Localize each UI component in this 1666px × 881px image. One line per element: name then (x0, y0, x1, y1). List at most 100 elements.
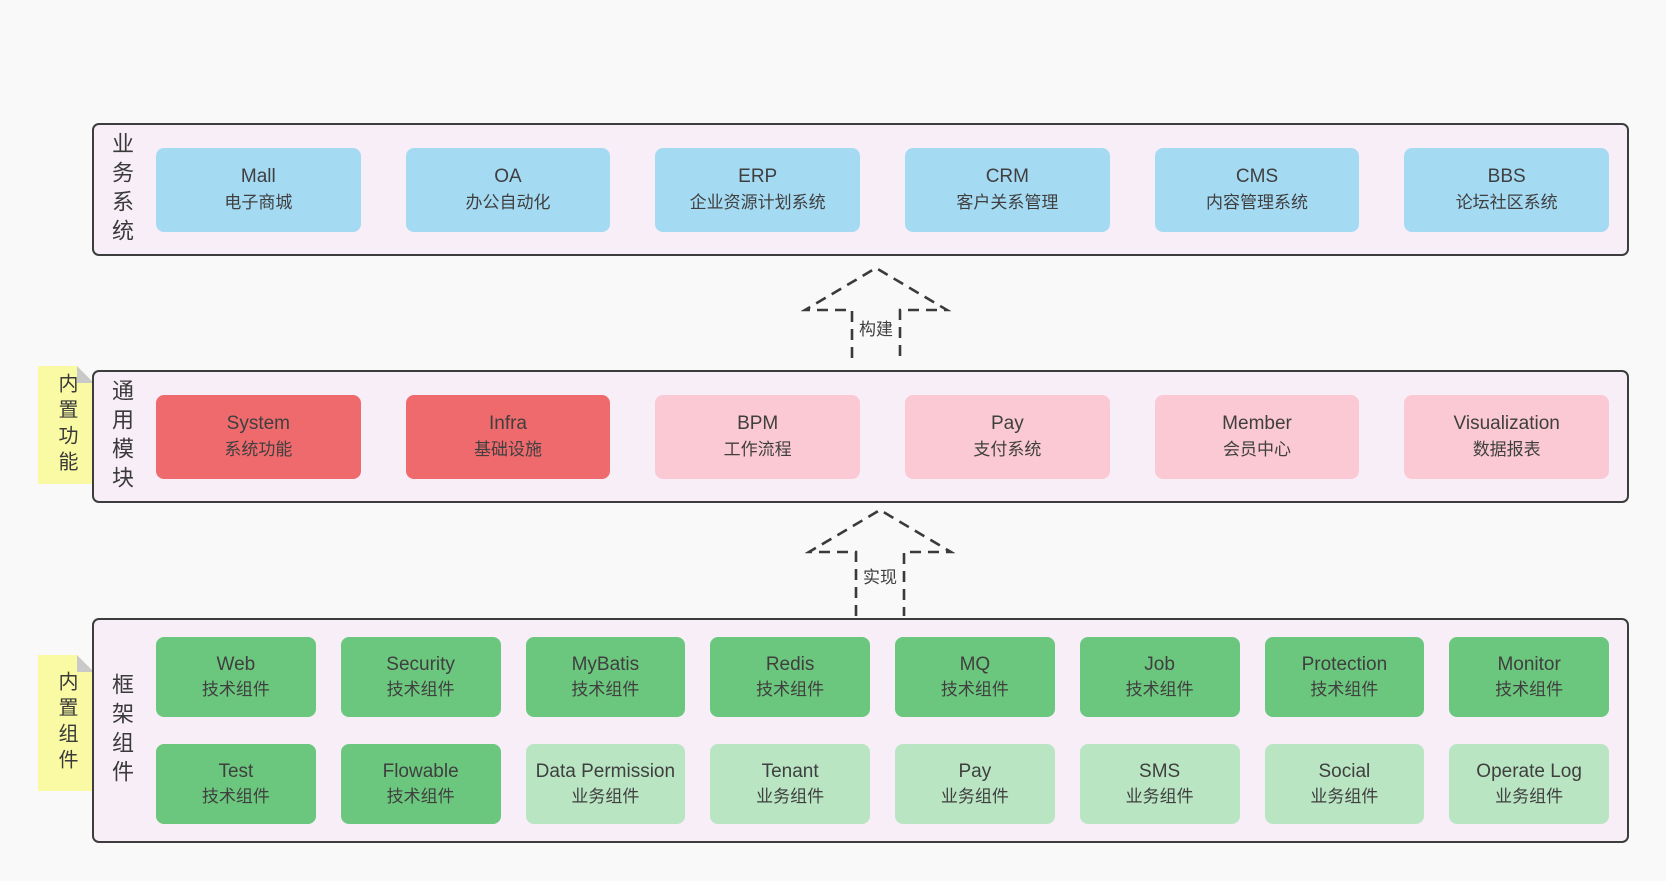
box-cms: CMS 内容管理系统 (1154, 147, 1360, 232)
sticky-note-built-in-features: 内置功能 (38, 366, 94, 484)
box-name: System (226, 413, 291, 435)
box-desc: 技术组件 (571, 680, 640, 700)
box-name: BPM (737, 413, 779, 435)
box-desc: 技术组件 (1310, 680, 1379, 700)
box-desc: 基础设施 (474, 439, 542, 459)
box-tenant: Tenant 业务组件 (710, 744, 870, 824)
box-name: OA (494, 166, 522, 188)
box-desc: 技术组件 (940, 680, 1009, 700)
box-desc: 企业资源计划系统 (689, 192, 826, 212)
band-label: 通用模块 (109, 378, 134, 495)
sticky-note-built-in-components: 内置组件 (38, 655, 94, 791)
box-desc: 工作流程 (723, 439, 792, 459)
box-desc: 会员中心 (1223, 439, 1292, 459)
up-arrow-icon (801, 266, 951, 358)
box-job: Job 技术组件 (1079, 637, 1240, 717)
box-oa: OA 办公自动化 (405, 147, 611, 232)
box-infra: Infra 基础设施 (405, 394, 611, 479)
box-desc: 技术组件 (386, 787, 455, 807)
box-erp: ERP 企业资源计划系统 (655, 147, 861, 232)
sticky-note-label: 内置组件 (55, 671, 77, 775)
box-desc: 业务组件 (571, 787, 640, 807)
box-name: MyBatis (571, 653, 640, 675)
box-sms: SMS 业务组件 (1079, 744, 1240, 824)
sticky-note-label: 内置功能 (55, 373, 77, 477)
box-system: System 系统功能 (156, 394, 361, 479)
box-desc: 客户关系管理 (956, 192, 1059, 212)
box-name: Flowable (382, 760, 459, 782)
band-box-row: Web 技术组件 Security 技术组件 MyBatis 技术组件 Redi… (156, 637, 1609, 717)
arrow-label: 构建 (856, 314, 896, 341)
box-name: Job (1144, 653, 1175, 675)
box-mybatis: MyBatis 技术组件 (525, 637, 686, 717)
box-web: Web 技术组件 (156, 637, 316, 717)
box-name: CMS (1235, 166, 1279, 188)
box-social: Social 业务组件 (1264, 744, 1425, 824)
band-framework-components: 框架组件 Web 技术组件 Security 技术组件 MyBatis 技术组件… (92, 618, 1629, 843)
box-desc: 业务组件 (1125, 787, 1194, 807)
box-visualization: Visualization 数据报表 (1404, 394, 1610, 479)
box-name: Pay (990, 413, 1024, 435)
box-name: MQ (959, 653, 991, 675)
box-desc: 内容管理系统 (1206, 192, 1309, 212)
box-name: Infra (488, 413, 528, 435)
box-name: Operate Log (1476, 760, 1582, 782)
box-monitor: Monitor 技术组件 (1449, 637, 1609, 717)
band-label: 框架组件 (109, 672, 134, 789)
box-desc: 支付系统 (973, 439, 1042, 459)
box-data-permission: Data Permission 业务组件 (525, 744, 686, 824)
box-desc: 技术组件 (201, 680, 270, 700)
box-desc: 办公自动化 (465, 192, 551, 212)
band-business-systems: 业务系统 Mall 电子商城 OA 办公自动化 ERP 企业资源计划系统 CRM… (92, 123, 1629, 256)
box-name: BBS (1487, 166, 1526, 188)
box-desc: 技术组件 (756, 680, 825, 700)
box-desc: 业务组件 (1310, 787, 1379, 807)
band-box-row: System 系统功能 Infra 基础设施 BPM 工作流程 Pay 支付系统… (132, 394, 1627, 479)
band-box-row: Mall 电子商城 OA 办公自动化 ERP 企业资源计划系统 CRM 客户关系… (132, 147, 1627, 232)
box-test: Test 技术组件 (156, 744, 316, 824)
box-desc: 论坛社区系统 (1455, 192, 1558, 212)
box-operate-log: Operate Log 业务组件 (1449, 744, 1609, 824)
arrow-build: 构建 (801, 264, 951, 358)
band-box-grid: Web 技术组件 Security 技术组件 MyBatis 技术组件 Redi… (132, 637, 1627, 824)
box-desc: 技术组件 (201, 787, 270, 807)
band-label: 业务系统 (109, 131, 134, 248)
box-name: Social (1318, 760, 1371, 782)
box-desc: 数据报表 (1472, 439, 1541, 459)
box-name: Protection (1301, 653, 1388, 675)
box-name: CRM (985, 166, 1029, 188)
box-member: Member 会员中心 (1154, 394, 1360, 479)
box-desc: 系统功能 (224, 439, 293, 459)
box-name: Member (1222, 413, 1292, 435)
box-name: Security (386, 653, 455, 675)
box-desc: 业务组件 (940, 787, 1009, 807)
box-mall: Mall 电子商城 (156, 147, 361, 232)
box-redis: Redis 技术组件 (710, 637, 870, 717)
box-name: SMS (1139, 760, 1181, 782)
arrow-implement: 实现 (805, 506, 955, 616)
box-protection: Protection 技术组件 (1264, 637, 1425, 717)
box-bbs: BBS 论坛社区系统 (1404, 147, 1610, 232)
up-arrow-icon (805, 508, 955, 616)
box-flowable: Flowable 技术组件 (340, 744, 501, 824)
box-name: Visualization (1453, 413, 1560, 435)
box-desc: 技术组件 (1125, 680, 1194, 700)
box-name: ERP (738, 166, 778, 188)
box-name: Tenant (761, 760, 819, 782)
box-bpm: BPM 工作流程 (655, 394, 861, 479)
box-desc: 业务组件 (1495, 787, 1564, 807)
box-mq: MQ 技术组件 (895, 637, 1055, 717)
box-desc: 技术组件 (1495, 680, 1564, 700)
box-desc: 技术组件 (386, 680, 455, 700)
box-name: Redis (765, 653, 815, 675)
box-name: Data Permission (535, 760, 676, 782)
box-name: Pay (958, 760, 992, 782)
box-name: Test (218, 760, 254, 782)
band-box-row: Test 技术组件 Flowable 技术组件 Data Permission … (156, 744, 1609, 824)
box-desc: 业务组件 (756, 787, 825, 807)
arrow-label: 实现 (860, 562, 900, 589)
box-crm: CRM 客户关系管理 (905, 147, 1110, 232)
box-name: Mall (240, 166, 276, 188)
box-pay: Pay 支付系统 (905, 394, 1110, 479)
